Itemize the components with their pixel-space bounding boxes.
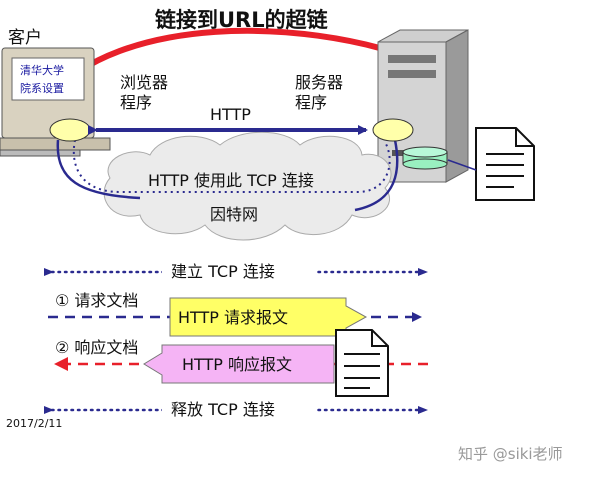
screen-text-line1: 清华大学 [20, 63, 64, 77]
server-label-line1: 服务器 [295, 73, 343, 92]
server-oval [372, 118, 414, 142]
cloud-text: HTTP 使用此 TCP 连接 [148, 171, 314, 190]
date-label: 2017/2/11 [6, 417, 62, 430]
step1-label: ① 请求文档 [55, 291, 138, 310]
request-message-arrow [169, 297, 368, 337]
document-icon [475, 127, 535, 201]
http-label: HTTP [210, 105, 251, 124]
release-tcp-label-bg [162, 398, 316, 420]
release-tcp-label: 释放 TCP 连接 [171, 400, 275, 419]
response-document-icon [335, 329, 389, 397]
client-label: 客户 [8, 28, 42, 48]
browser-label-line2: 程序 [120, 93, 152, 112]
client-tcp-line [56, 139, 141, 200]
watermark: 知乎 @siki老师 [458, 445, 563, 463]
response-message-label: HTTP 响应报文 [182, 355, 292, 374]
establish-tcp-label: 建立 TCP 连接 [171, 262, 275, 281]
browser-oval [49, 118, 91, 142]
hyperlink-arc-arrow [45, 27, 416, 100]
computer-icon [0, 47, 111, 157]
internet-label: 因特网 [210, 205, 258, 224]
server-tcp-line [354, 139, 399, 212]
request-message-label: HTTP 请求报文 [178, 308, 288, 327]
server-label-line2: 程序 [295, 93, 327, 112]
database-disk-icon [402, 146, 448, 170]
response-message-arrow [143, 344, 335, 384]
screen-text-line2: 院系设置 [20, 81, 64, 95]
cloud-icon [103, 131, 392, 241]
title-text: 链接到URL的超链 [155, 8, 329, 32]
disk-to-doc-line [447, 159, 477, 171]
step2-label: ② 响应文档 [55, 338, 138, 357]
establish-tcp-label-bg [162, 260, 316, 282]
browser-label-line1: 浏览器 [120, 73, 168, 92]
